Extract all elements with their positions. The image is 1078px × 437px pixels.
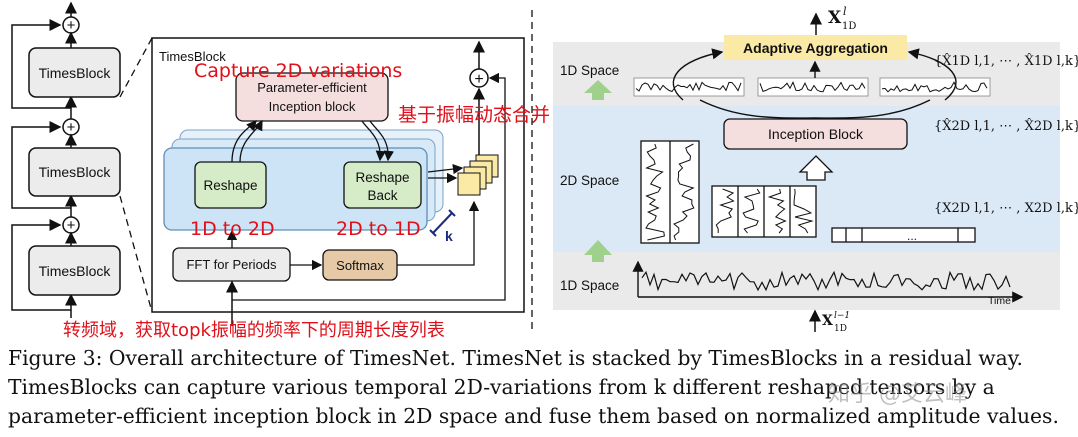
- weighted-outputs: [457, 154, 499, 196]
- label-1d-space-bottom: 1D Space: [560, 278, 619, 293]
- aggregated-series: [633, 77, 991, 97]
- set-2d: {X2D l,1, ⋯ , X2D l,k}: [934, 201, 1078, 216]
- svg-text:l: l: [843, 5, 847, 18]
- svg-text:Inception block: Inception block: [269, 99, 356, 114]
- residual-add-3: +: [62, 216, 80, 234]
- 2d-tensor-2: [711, 185, 817, 238]
- svg-text:Parameter-efficient: Parameter-efficient: [257, 80, 367, 95]
- detail-residual-add: +: [469, 68, 489, 88]
- reshape-block: Reshape: [194, 161, 267, 209]
- caption-line-2: TimesBlocks can capture various temporal…: [8, 375, 995, 399]
- up-arrow-green-top: [584, 80, 612, 100]
- timesblock-detail: TimesBlock Parameter-efficient Inception…: [151, 37, 525, 326]
- inception-block: Inception Block: [723, 118, 908, 150]
- svg-text:+: +: [67, 17, 76, 34]
- svg-text:...: ...: [907, 229, 917, 243]
- time-label: Time: [988, 295, 1011, 307]
- watermark: 知乎 @艾云峰: [828, 382, 967, 407]
- svg-text:Adaptive Aggregation: Adaptive Aggregation: [743, 40, 888, 56]
- svg-text:+: +: [474, 71, 483, 88]
- timesblock-2: TimesBlock: [28, 147, 121, 197]
- set-1d-hat: {X̂1D l,1, ⋯ , X̂1D l,k}: [934, 53, 1078, 69]
- right-panel: X 1D l Adaptive Aggregation 1D Space {X̂…: [553, 5, 1078, 334]
- 2d-tensor-k: ...: [831, 227, 976, 243]
- annotation-capture-2d: Capture 2D variations: [194, 60, 402, 82]
- timesblock-1: TimesBlock: [28, 47, 121, 98]
- svg-text:FFT for Periods: FFT for Periods: [186, 257, 277, 272]
- svg-text:l−1: l−1: [834, 311, 850, 321]
- timesblock-detail-title: TimesBlock: [159, 49, 226, 64]
- svg-text:+: +: [67, 119, 76, 136]
- input-label: X 1D l−1: [822, 311, 850, 334]
- svg-text:Reshape: Reshape: [203, 178, 257, 193]
- architecture-diagram: + + + TimesBlock TimesBlock: [11, 1, 1078, 341]
- svg-text:TimesBlock: TimesBlock: [39, 65, 112, 81]
- timesblock-stack: + + + TimesBlock TimesBlock: [11, 1, 121, 318]
- caption-line-1: Figure 3: Overall architecture of TimesN…: [8, 346, 1023, 370]
- svg-text:TimesBlock: TimesBlock: [39, 263, 112, 279]
- annotation-frequency-note: 转频域，获取topk振幅的频率下的周期长度列表: [63, 320, 445, 341]
- residual-add-1: +: [62, 16, 80, 34]
- caption-line-3: parameter-efficient inception block in 2…: [8, 404, 1059, 428]
- svg-text:X: X: [822, 313, 833, 329]
- svg-text:Inception Block: Inception Block: [768, 126, 864, 142]
- output-label: X 1D l: [828, 5, 856, 32]
- parameter-efficient-inception-block: Parameter-efficient Inception block: [235, 72, 389, 122]
- svg-text:1D: 1D: [834, 324, 847, 334]
- 2d-tensor-1: [640, 140, 700, 244]
- svg-text:X: X: [828, 8, 842, 28]
- softmax-block: Softmax: [322, 249, 398, 281]
- adaptive-aggregation-block: Adaptive Aggregation: [724, 35, 907, 60]
- svg-text:+: +: [67, 217, 76, 234]
- annotation-amplitude-merge: 基于振幅动态合并: [398, 104, 550, 126]
- input-series: [641, 270, 1011, 292]
- annotation-1d-to-2d: 1D to 2D: [190, 218, 275, 240]
- svg-text:TimesBlock: TimesBlock: [39, 164, 112, 180]
- svg-text:Back: Back: [367, 188, 397, 203]
- up-arrow-green-bottom: [584, 240, 612, 262]
- svg-text:1D: 1D: [842, 21, 856, 32]
- residual-add-2: +: [62, 118, 80, 136]
- label-2d-space: 2D Space: [560, 173, 619, 188]
- set-2d-hat: {X̂2D l,1, ⋯ , X̂2D l,k}: [934, 118, 1078, 134]
- k-label: k: [445, 228, 453, 244]
- figure-caption: Figure 3: Overall architecture of TimesN…: [8, 344, 1074, 431]
- fft-for-periods-block: FFT for Periods: [172, 247, 291, 282]
- svg-text:Softmax: Softmax: [336, 258, 384, 273]
- svg-text:Reshape: Reshape: [355, 170, 409, 185]
- reshape-back-block: Reshape Back: [343, 161, 422, 209]
- up-arrow-hollow: [798, 155, 834, 181]
- label-1d-space-top: 1D Space: [560, 63, 619, 78]
- annotation-2d-to-1d: 2D to 1D: [336, 218, 421, 240]
- timesblock-3: TimesBlock: [28, 245, 121, 296]
